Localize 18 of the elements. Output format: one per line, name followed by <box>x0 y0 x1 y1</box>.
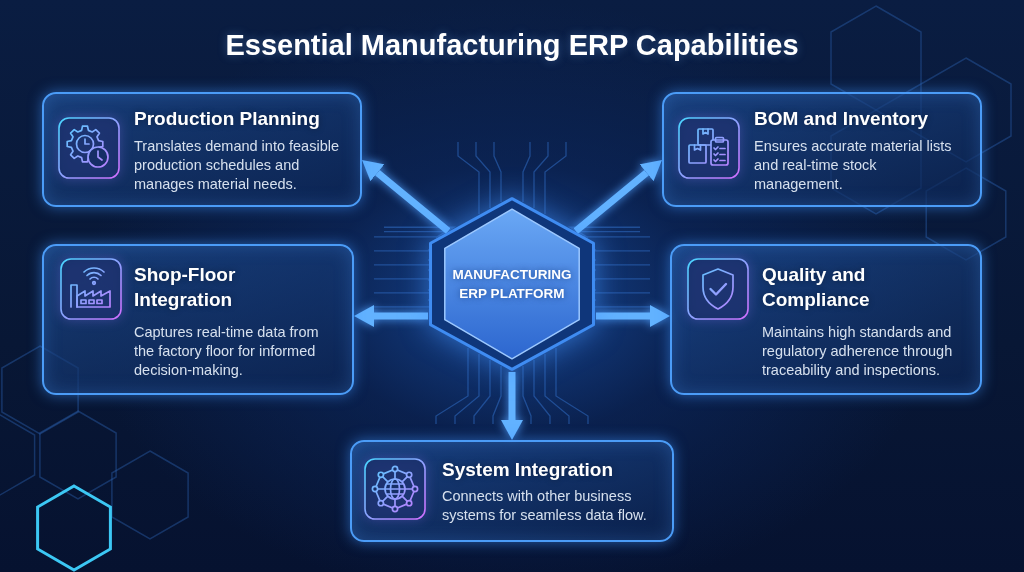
card-description: Captures real-time data from the factory floor for informed decision-making. <box>134 323 320 380</box>
card-title: Production Planning <box>134 107 320 131</box>
hub-label: MANUFACTURING ERP PLATFORM <box>451 266 573 303</box>
card-description: Connects with other business systems for seamless data flow. <box>442 487 648 525</box>
capability-card <box>670 244 982 395</box>
card-description: Maintains high standards and regulatory adherence through traceability and inspections. <box>762 323 954 380</box>
capability-card <box>42 92 362 207</box>
capability-card <box>42 244 354 395</box>
hexagon-hub <box>428 196 596 372</box>
capability-card <box>662 92 982 207</box>
card-description: Translates demand into feasible production schedules and manages material needs. <box>134 137 340 194</box>
card-title: System Integration <box>442 458 614 482</box>
card-title: Shop-Floor Integration <box>134 263 237 312</box>
card-description: Ensures accurate material lists and real-time stock management. <box>754 137 953 194</box>
card-title: BOM and Inventory <box>754 107 929 131</box>
capability-card <box>350 440 674 542</box>
diagram-title: Essential Manufacturing ERP Capabilities <box>225 28 799 63</box>
card-title: Quality and Compliance <box>762 263 871 312</box>
